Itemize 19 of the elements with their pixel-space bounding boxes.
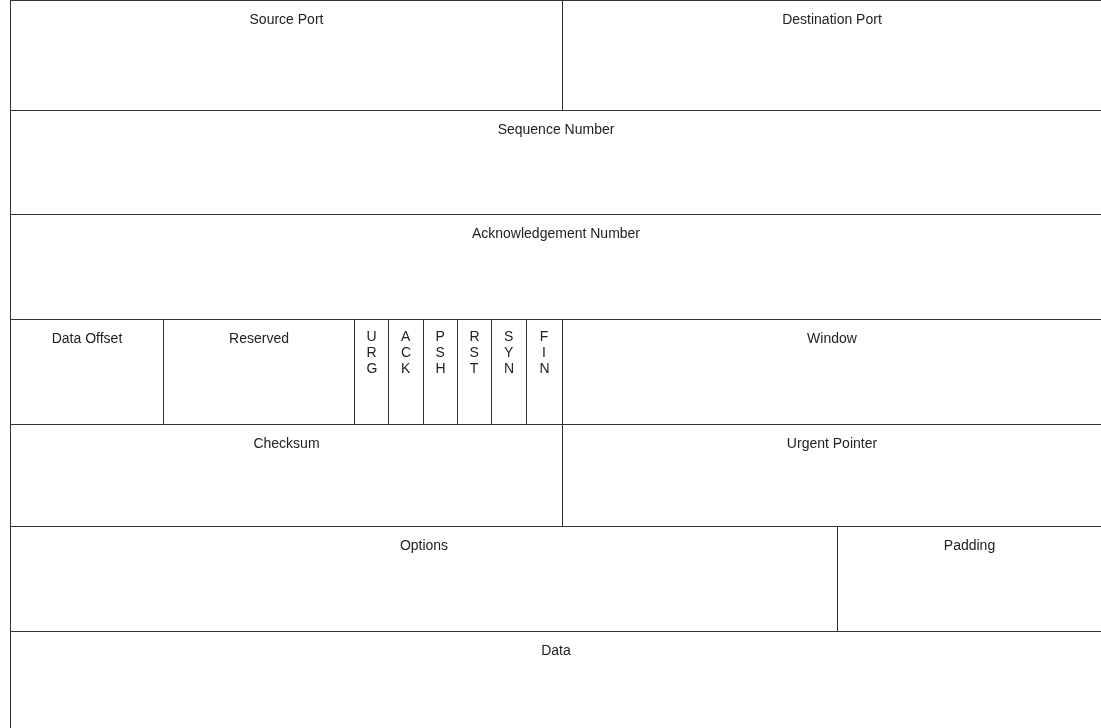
field-name: SYN xyxy=(504,328,513,376)
field-name: Checksum xyxy=(252,435,321,451)
field-name: URG xyxy=(366,328,376,376)
field-name: Sequence Number xyxy=(496,121,616,137)
field-name: Data xyxy=(540,642,572,658)
field-name: PSH xyxy=(435,328,445,376)
field-name: Window xyxy=(806,330,858,346)
field-name: Acknowledgement Number xyxy=(470,225,642,241)
header-field xyxy=(10,0,563,111)
field-name: Destination Port xyxy=(781,11,883,27)
field-name: Options xyxy=(398,537,450,553)
field-name: Reserved xyxy=(228,330,290,346)
field-name: FIN xyxy=(539,328,549,376)
field-name: Source Port xyxy=(248,11,325,27)
field-name: RST xyxy=(469,328,479,376)
field-name: Urgent Pointer xyxy=(785,435,879,451)
field-name: Data Offset xyxy=(50,330,124,346)
field-name: ACK xyxy=(401,328,410,376)
field-name: Padding xyxy=(942,537,997,553)
